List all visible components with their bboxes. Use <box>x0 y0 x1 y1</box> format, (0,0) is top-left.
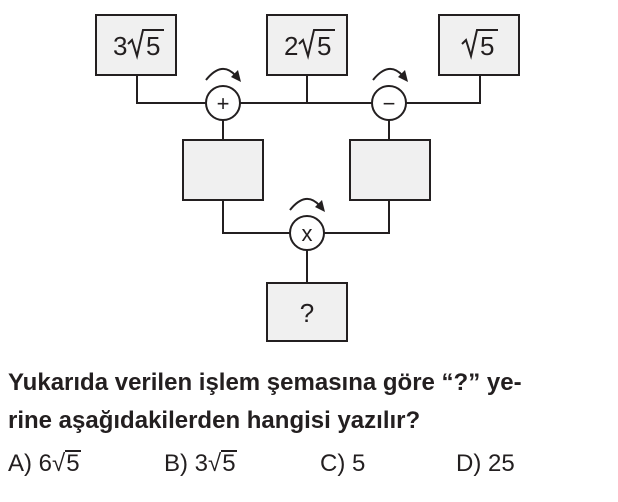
curved-arrow-icon <box>289 198 325 212</box>
question-line-1: Yukarıda verilen işlem şemasına göre “?”… <box>8 369 522 396</box>
choice-a[interactable]: A) 6√5 <box>8 450 81 478</box>
choice-c[interactable]: C) 5 <box>320 450 365 478</box>
wire-left-times <box>222 200 290 234</box>
middle-box-right <box>349 139 431 201</box>
choice-letter: A) <box>8 450 32 477</box>
answer-choices: A) 6√5 B) 3√5 C) 5 D) 25 <box>8 450 612 490</box>
question-line-2: rine aşağıdakilerden hangisi yazılır? <box>8 407 421 434</box>
top-box-1-label: 3 5 <box>113 29 164 61</box>
choice-letter: D) <box>456 450 482 477</box>
radical-sign <box>298 29 335 60</box>
choice-coef: 6 <box>38 450 53 477</box>
choice-letter: C) <box>320 450 346 477</box>
svg-text:2: 2 <box>284 31 298 61</box>
top-box-2-label: 2 5 <box>284 29 335 61</box>
choice-value: 25 <box>488 450 515 477</box>
radicand: 5 <box>221 450 237 477</box>
radicand: 5 <box>65 450 81 477</box>
svg-text:5: 5 <box>317 31 331 61</box>
multiply-symbol: x <box>302 221 313 246</box>
plus-symbol: + <box>217 91 230 116</box>
radical: √5 <box>52 450 81 478</box>
radical-sign: √ <box>52 450 66 477</box>
middle-box-left <box>182 139 264 201</box>
wire-box1-plus <box>136 75 206 104</box>
svg-text:3: 3 <box>113 31 127 61</box>
radical-sign <box>127 29 164 60</box>
top-box-3-label: 5 <box>461 29 498 61</box>
curved-arrow-icon <box>205 68 241 82</box>
result-box <box>266 282 348 342</box>
result-question-mark: ? <box>300 298 314 328</box>
top-box-2 <box>266 14 348 76</box>
top-box-3 <box>438 14 520 76</box>
curved-arrow-icon <box>372 68 408 82</box>
question-text: Yukarıda verilen işlem şemasına göre “?”… <box>8 364 612 440</box>
top-box-1 <box>95 14 177 76</box>
radical-sign: √ <box>208 450 222 477</box>
svg-text:5: 5 <box>480 31 494 61</box>
choice-coef: 3 <box>194 450 209 477</box>
choice-b[interactable]: B) 3√5 <box>164 450 237 478</box>
svg-text:5: 5 <box>146 31 160 61</box>
wire-times-right <box>324 200 390 234</box>
choice-letter: B) <box>164 450 188 477</box>
minus-symbol: − <box>383 91 396 116</box>
radical: √5 <box>208 450 237 478</box>
wire-minus-box3 <box>406 75 481 104</box>
operation-diagram: 3 5 2 5 5 + − x <box>95 14 520 342</box>
radical-sign <box>461 29 498 60</box>
choice-value: 5 <box>352 450 366 477</box>
choice-d[interactable]: D) 25 <box>456 450 515 478</box>
